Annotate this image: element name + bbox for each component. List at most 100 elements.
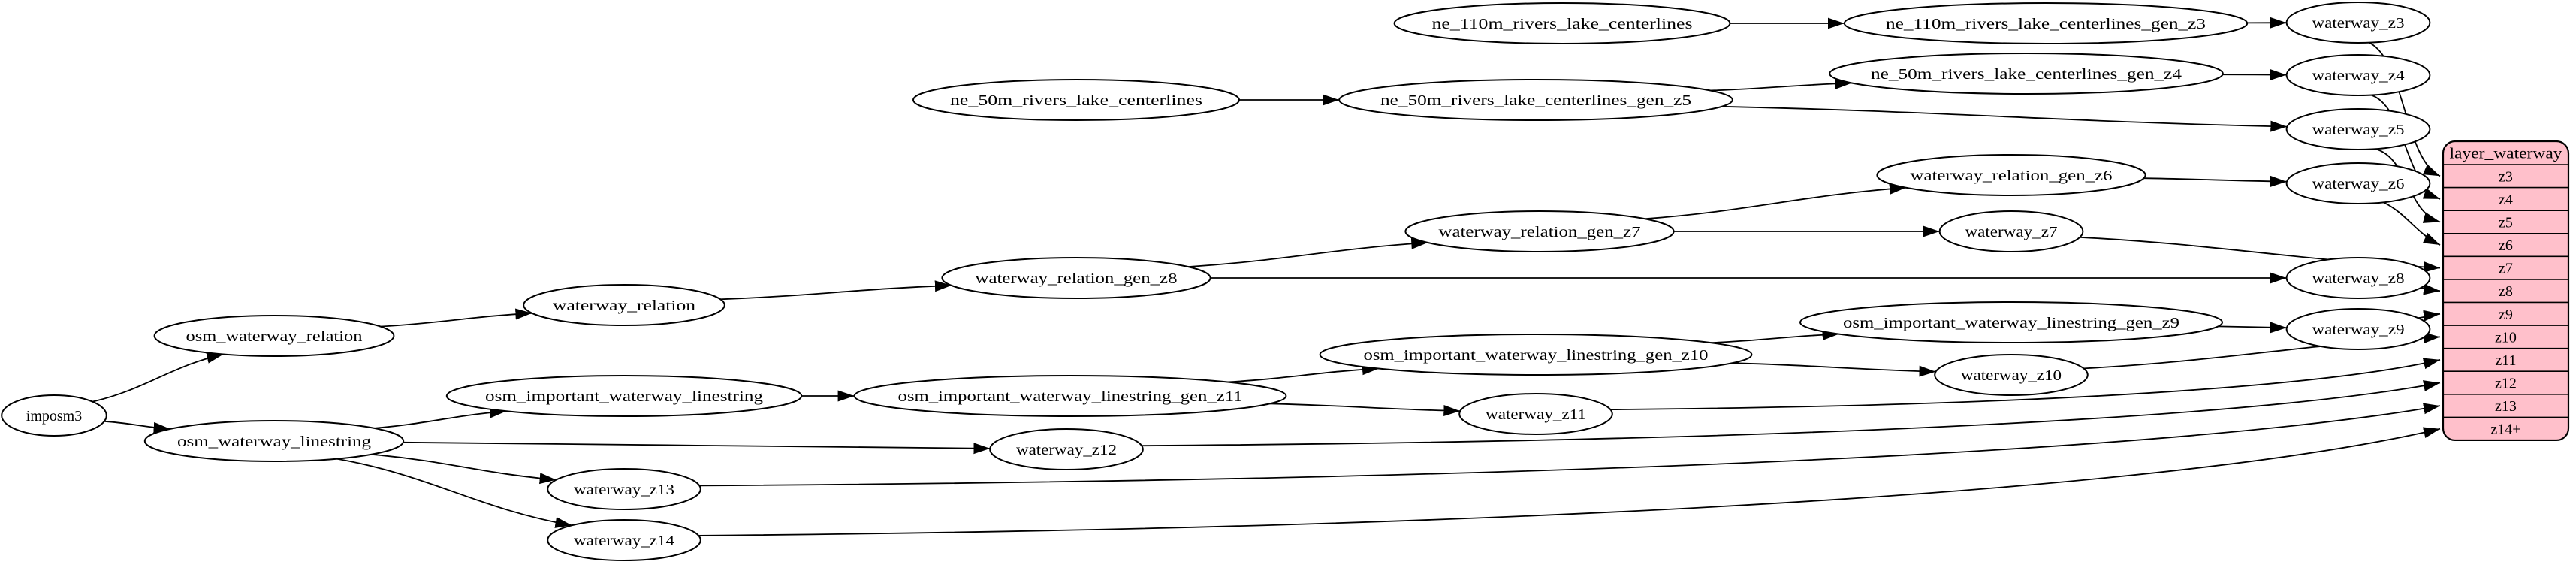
edge-waterway_z6-to-layer_waterway-z6	[2383, 201, 2441, 246]
table-row-z6: z6	[2499, 237, 2513, 254]
node-label-waterway_z8: waterway_z8	[2312, 270, 2405, 287]
node-ne_110m_rivers_lake_centerlines: ne_110m_rivers_lake_centerlines	[1393, 2, 1731, 44]
node-label-osm_important_waterway_linestring_gen_z10: osm_important_waterway_linestring_gen_z1…	[1364, 347, 1709, 364]
node-label-waterway_z12: waterway_z12	[1016, 442, 1117, 458]
node-waterway_z4: waterway_z4	[2285, 54, 2431, 96]
table-row-z12: z12	[2495, 376, 2517, 392]
edge-waterway_z8-to-layer_waterway-z8	[2421, 283, 2441, 295]
table-row-label-z13: z13	[2495, 398, 2517, 415]
node-waterway_z6: waterway_z6	[2285, 162, 2431, 204]
node-waterway_z10: waterway_z10	[1934, 354, 2089, 396]
node-label-waterway_z9: waterway_z9	[2312, 322, 2405, 338]
node-waterway_z9: waterway_z9	[2285, 308, 2431, 350]
node-label-osm_waterway_relation: osm_waterway_relation	[186, 328, 363, 345]
edge-waterway_z14-to-layer_waterway-z14+	[698, 427, 2441, 536]
node-label-osm_waterway_linestring: osm_waterway_linestring	[177, 434, 371, 450]
edge-waterway_relation_gen_z7-to-waterway_relation_gen_z6	[1645, 183, 1906, 220]
table-row-label-z3: z3	[2499, 168, 2513, 185]
node-label-waterway_z11: waterway_z11	[1486, 406, 1586, 423]
table-row-label-z14+: z14+	[2490, 421, 2520, 438]
node-label-waterway_z14: waterway_z14	[574, 533, 674, 549]
node-label-osm_important_waterway_linestring: osm_important_waterway_linestring	[485, 388, 763, 405]
table-row-label-z10: z10	[2495, 329, 2517, 346]
node-waterway_relation: waterway_relation	[523, 284, 725, 326]
node-osm_important_waterway_linestring_gen_z11: osm_important_waterway_linestring_gen_z1…	[853, 375, 1287, 417]
table-row-z14+: z14+	[2490, 421, 2520, 438]
table-row-z9: z9	[2499, 307, 2513, 323]
table-row-z7: z7	[2499, 261, 2513, 277]
nodes-layer: imposm3 osm_waterway_relation osm_waterway…	[1, 2, 2431, 561]
table-row-z3: z3	[2499, 168, 2513, 185]
table-row-z8: z8	[2499, 283, 2513, 300]
edge-waterway_z13-to-layer_waterway-z13	[699, 403, 2441, 487]
edge-imposm3-to-osm_waterway_relation	[92, 352, 224, 403]
edge-osm_important_waterway_linestring_gen_z9-to-waterway_z9	[2218, 322, 2287, 334]
node-label-ne_110m_rivers_lake_centerlines: ne_110m_rivers_lake_centerlines	[1432, 16, 1693, 32]
table-row-label-z9: z9	[2499, 307, 2513, 323]
node-label-waterway_z6: waterway_z6	[2312, 176, 2405, 192]
node-waterway_z3: waterway_z3	[2285, 2, 2431, 44]
node-waterway_z8: waterway_z8	[2285, 257, 2431, 299]
edge-waterway_relation_gen_z6-to-waterway_z6	[2143, 175, 2287, 187]
node-osm_important_waterway_linestring_gen_z9: osm_important_waterway_linestring_gen_z9	[1799, 301, 2223, 343]
edge-osm_waterway_linestring-to-osm_important_waterway_linestring	[374, 406, 507, 429]
edge-osm_important_waterway_linestring_gen_z10-to-osm_important_waterway_linestring_gen_z9	[1710, 329, 1839, 344]
node-waterway_z11: waterway_z11	[1458, 393, 1613, 435]
node-waterway_relation_gen_z8: waterway_relation_gen_z8	[941, 257, 1211, 299]
node-label-waterway_z3: waterway_z3	[2312, 15, 2405, 32]
node-osm_important_waterway_linestring_gen_z10: osm_important_waterway_linestring_gen_z1…	[1319, 334, 1753, 376]
node-label-waterway_relation: waterway_relation	[553, 298, 695, 314]
table-row-label-z11: z11	[2495, 352, 2516, 369]
edge-ne_50m_rivers_lake_centerlines_gen_z5-to-waterway_z5	[1721, 105, 2288, 132]
node-label-waterway_z5: waterway_z5	[2312, 122, 2405, 138]
edge-waterway_relation_gen_z8-to-waterway_relation_gen_z7	[1187, 237, 1428, 267]
edge-osm_important_waterway_linestring_gen_z10-to-waterway_z10	[1732, 362, 1936, 377]
node-label-waterway_z10: waterway_z10	[1961, 367, 2062, 384]
node-label-ne_50m_rivers_lake_centerlines: ne_50m_rivers_lake_centerlines	[950, 92, 1202, 109]
table-row-label-z12: z12	[2495, 376, 2517, 392]
edge-waterway_z11-to-layer_waterway-z11	[1610, 358, 2441, 410]
table-row-label-z4: z4	[2499, 192, 2513, 208]
table-row-z13: z13	[2495, 398, 2517, 415]
node-label-osm_important_waterway_linestring_gen_z11: osm_important_waterway_linestring_gen_z1…	[898, 388, 1243, 405]
node-ne_50m_rivers_lake_centerlines_gen_z5: ne_50m_rivers_lake_centerlines_gen_z5	[1338, 79, 1733, 121]
table-row-label-z8: z8	[2499, 283, 2513, 300]
table-title: layer_waterway	[2450, 146, 2562, 162]
edges-layer	[92, 17, 2441, 536]
node-imposm3: imposm3	[1, 394, 107, 437]
node-ne_50m_rivers_lake_centerlines_gen_z4: ne_50m_rivers_lake_centerlines_gen_z4	[1829, 53, 2224, 95]
table-row-label-z6: z6	[2499, 237, 2513, 254]
node-waterway_z14: waterway_z14	[547, 519, 701, 561]
edge-waterway_z4-to-layer_waterway-z4	[2371, 94, 2441, 200]
table-row-z11: z11	[2495, 352, 2516, 369]
node-label-waterway_z4: waterway_z4	[2312, 68, 2405, 84]
edge-imposm3-to-osm_waterway_linestring	[104, 420, 170, 434]
edge-osm_waterway_linestring-to-waterway_z12	[403, 441, 991, 455]
table-row-z5: z5	[2499, 214, 2513, 231]
table-row-label-z7: z7	[2499, 261, 2513, 277]
table-row-z4: z4	[2499, 192, 2513, 208]
node-ne_50m_rivers_lake_centerlines: ne_50m_rivers_lake_centerlines	[912, 79, 1240, 121]
table-row-z10: z10	[2495, 329, 2517, 346]
edge-osm_important_waterway_linestring_gen_z11-to-osm_important_waterway_linestring_gen_z10	[1226, 364, 1380, 383]
node-waterway_z12: waterway_z12	[989, 428, 1144, 470]
node-waterway_z13: waterway_z13	[547, 468, 701, 510]
node-label-waterway_z7: waterway_z7	[1965, 224, 2058, 240]
edge-osm_waterway_linestring-to-waterway_z13	[371, 453, 557, 485]
node-ne_110m_rivers_lake_centerlines_gen_z3: ne_110m_rivers_lake_centerlines_gen_z3	[1843, 2, 2249, 44]
edge-waterway_z3-to-layer_waterway-z3	[2368, 41, 2441, 177]
node-label-imposm3: imposm3	[26, 408, 82, 425]
edge-ne_50m_rivers_lake_centerlines_gen_z5-to-ne_50m_rivers_lake_centerlines_gen_z4	[1710, 77, 1852, 92]
node-waterway_z7: waterway_z7	[1938, 210, 2084, 252]
table-row-label-z5: z5	[2499, 214, 2513, 231]
node-osm_waterway_linestring: osm_waterway_linestring	[143, 420, 405, 462]
node-osm_waterway_relation: osm_waterway_relation	[153, 315, 395, 357]
node-waterway_relation_gen_z7: waterway_relation_gen_z7	[1404, 210, 1675, 252]
edge-waterway_relation-to-waterway_relation_gen_z8	[720, 280, 952, 301]
node-label-waterway_relation_gen_z7: waterway_relation_gen_z7	[1439, 224, 1641, 240]
node-label-ne_50m_rivers_lake_centerlines_gen_z5: ne_50m_rivers_lake_centerlines_gen_z5	[1380, 92, 1691, 109]
node-label-ne_110m_rivers_lake_centerlines_gen_z3: ne_110m_rivers_lake_centerlines_gen_z3	[1886, 16, 2206, 32]
node-label-waterway_relation_gen_z6: waterway_relation_gen_z6	[1911, 168, 2113, 184]
